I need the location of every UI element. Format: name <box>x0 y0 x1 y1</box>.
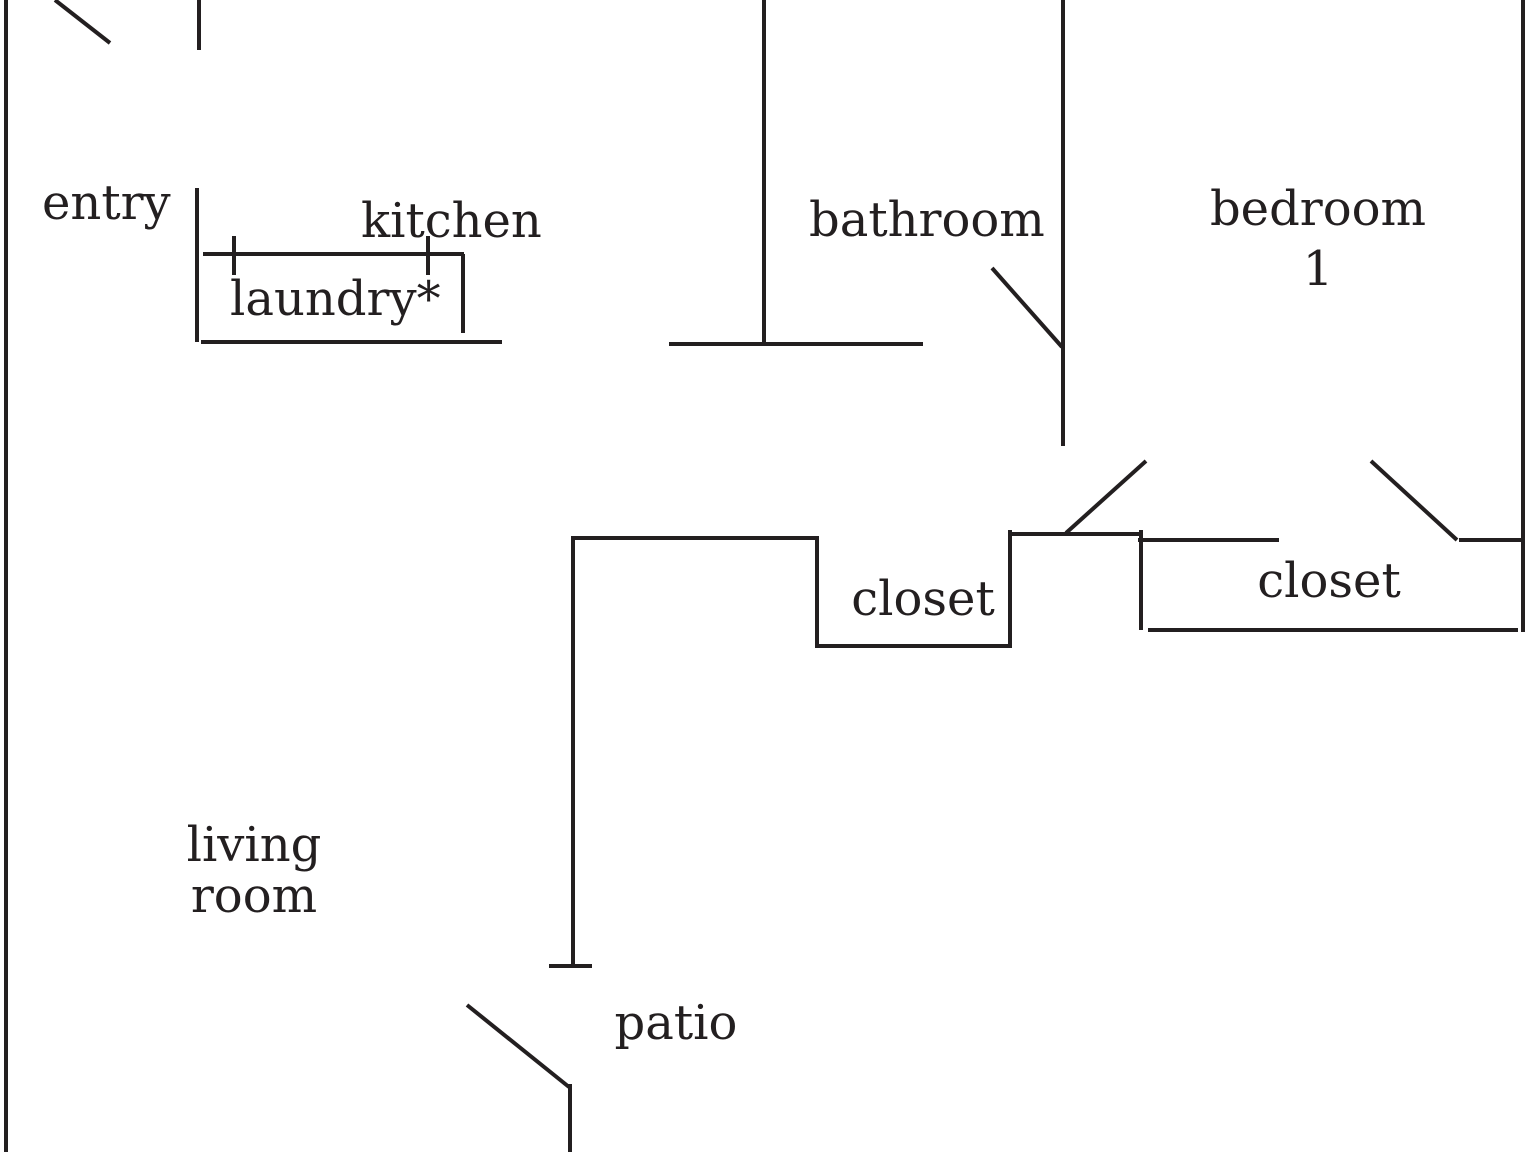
room-label-hall-closet: closet <box>851 571 994 627</box>
room-label-living: living <box>187 817 322 873</box>
entry-door <box>53 0 112 45</box>
room-label-entry: entry <box>42 175 171 231</box>
bathroom-door <box>990 266 1064 349</box>
room-label-laundry: laundry* <box>230 271 441 327</box>
bedroom-closet-door <box>1369 459 1459 542</box>
room-label-bedroom-closet: closet <box>1257 553 1400 609</box>
room-label-bedroom-number: 1 <box>1303 241 1334 297</box>
patio-door <box>465 1003 571 1089</box>
bedroom-door <box>1064 459 1148 535</box>
room-label-patio: patio <box>615 995 738 1051</box>
room-label-living-room: room <box>191 868 317 924</box>
room-label-bathroom: bathroom <box>809 192 1045 248</box>
room-label-kitchen: kitchen <box>361 193 542 249</box>
room-label-bedroom: bedroom <box>1210 181 1426 237</box>
